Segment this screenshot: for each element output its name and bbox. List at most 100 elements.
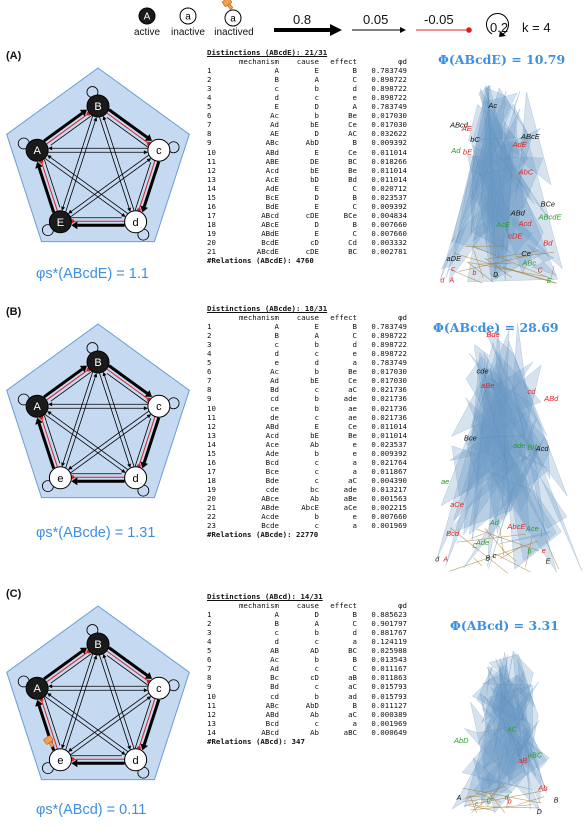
- structure-label: Ace: [525, 524, 539, 533]
- structure-face: [465, 356, 557, 562]
- structure-label: aBC: [528, 751, 543, 760]
- table-cell: 15: [207, 448, 216, 458]
- weak-edge-head: [102, 371, 107, 377]
- table-cell: aCe: [343, 503, 357, 513]
- table-cell: aBC: [343, 727, 357, 737]
- node-A: [25, 394, 49, 418]
- table-cell: 0.017030: [371, 111, 407, 121]
- strong-edge: [108, 646, 149, 677]
- structure-label: Acd: [535, 444, 550, 453]
- cursor-pin-icon: [43, 735, 55, 748]
- structure-face: [469, 90, 507, 230]
- table-header-cell: φd: [398, 313, 407, 323]
- weak-edge: [62, 653, 94, 746]
- table-cell: 3: [207, 628, 212, 638]
- table-cell: 0.011014: [371, 421, 407, 431]
- table-cell: 0.021736: [371, 385, 407, 395]
- structure-label: Bde: [486, 330, 499, 339]
- table-cell: E: [314, 183, 319, 193]
- table-cell: c: [314, 466, 319, 476]
- structure-face: [494, 357, 527, 451]
- weak-edge: [99, 372, 130, 466]
- structure-label: bE: [463, 148, 473, 157]
- node-d: [124, 748, 148, 772]
- weak-back-edge: [106, 655, 148, 686]
- weak-back-edge: [50, 115, 92, 146]
- weak-edge: [44, 695, 124, 754]
- strong-edge-head: [79, 647, 88, 655]
- table-cell: aC: [348, 385, 357, 395]
- structure-face: [470, 116, 532, 236]
- table-cell: c: [314, 93, 319, 103]
- table-cell: Ce: [348, 147, 357, 157]
- structure-face: [488, 418, 537, 569]
- table-cell: 0.124119: [371, 637, 407, 647]
- table-cell: d: [314, 358, 319, 368]
- structure-label: ABcd: [449, 121, 469, 130]
- structure-face: [470, 99, 507, 225]
- structure-label: E: [547, 278, 552, 285]
- node-B: [86, 350, 110, 374]
- table-cell: cd: [270, 691, 279, 701]
- structure-label: c: [451, 266, 455, 273]
- node-letter: e: [57, 755, 63, 767]
- structure-edge: [449, 527, 509, 574]
- weak-edge-head: [68, 465, 73, 470]
- table-cell: 0.783749: [371, 322, 407, 332]
- node-d: [124, 210, 148, 234]
- table-cell: cde: [265, 484, 279, 494]
- structure-face: [470, 222, 512, 254]
- structure-face: [480, 166, 513, 232]
- negative-edge: [106, 650, 150, 682]
- structure-face: [487, 470, 558, 573]
- table-cell: B: [352, 219, 357, 229]
- node-E: [48, 210, 72, 234]
- weak-edge-head: [146, 414, 152, 419]
- table-header-cell: effect: [330, 313, 357, 323]
- cursor-pin-icon: [222, 0, 234, 10]
- table-cell: 7: [207, 120, 212, 130]
- table-cell: ade: [343, 484, 357, 494]
- structure-edge: [466, 261, 548, 278]
- structure-label: AbD: [453, 736, 469, 745]
- structure-face: [478, 92, 521, 170]
- table-cell: ad: [348, 691, 357, 701]
- table-cell: b: [314, 655, 319, 665]
- table-header-cell: cause: [296, 601, 319, 611]
- structure-face: [436, 350, 542, 558]
- structure-label: b: [508, 799, 512, 806]
- table-cell: cDE: [305, 247, 319, 257]
- table-cell: 20: [207, 493, 216, 503]
- structure-face: [526, 244, 557, 276]
- table-cell: e: [352, 93, 357, 103]
- table-title: Distinctions (ABcdE): 21/31: [207, 48, 328, 57]
- structure-label: D: [537, 809, 542, 816]
- structure-face: [495, 696, 514, 730]
- table-cell: 17: [207, 466, 216, 476]
- weak-edge-head: [127, 207, 131, 212]
- table-footer: #Relations (ABcd): 347: [207, 736, 305, 746]
- table-cell: 20: [207, 237, 216, 247]
- table-cell: Be: [348, 165, 357, 175]
- node-letter: A: [33, 683, 41, 695]
- strong-edge: [142, 161, 161, 208]
- structure-label: A: [442, 557, 448, 564]
- structure-face: [496, 686, 541, 785]
- table-cell: B: [352, 192, 357, 202]
- table-cell: b: [314, 111, 319, 121]
- structure-face: [487, 325, 509, 567]
- table-cell: 0.013217: [371, 484, 407, 494]
- weak-edge-head: [127, 745, 131, 750]
- weak-edge-head: [48, 402, 53, 407]
- table-cell: A: [314, 619, 319, 629]
